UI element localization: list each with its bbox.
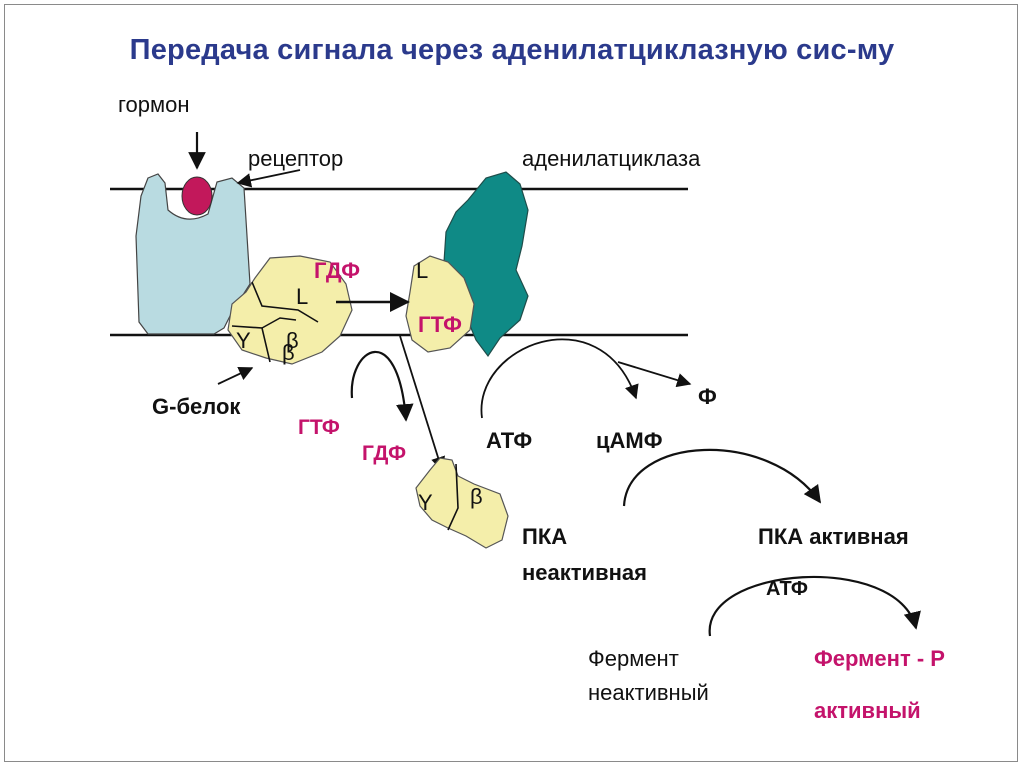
beta-gamma-release-arrow (399, 335, 445, 472)
beta-left-label-2: β (282, 340, 295, 365)
atp-label: АТФ (486, 428, 533, 453)
g-protein-subunit-divider-1 (251, 281, 319, 323)
g-protein-complex (227, 255, 353, 365)
g-protein-pointer-arrow (217, 367, 254, 385)
slide-frame (4, 4, 1018, 762)
receptor-label: рецептор (248, 146, 344, 171)
receptor-shape (135, 173, 251, 335)
gamma-left-label: Y (236, 328, 251, 353)
enzyme-inactive-label-2: неактивный (588, 680, 709, 705)
hormone-shape (181, 176, 213, 216)
beta-left-label-1: β (286, 328, 299, 353)
gtp-lower-label: ГТФ (298, 416, 340, 439)
hormone-label: гормон (118, 92, 190, 117)
phosphate-label: Ф (698, 384, 717, 409)
g-protein-label: G-белок (152, 394, 241, 419)
atp-to-camp-arrow (480, 338, 639, 419)
gdp-top-label: ГДФ (314, 258, 361, 283)
gamma-free-label: Y (418, 490, 433, 515)
camp-label: цАМФ (596, 428, 663, 453)
gtp-gdp-exchange-arrow (350, 350, 414, 422)
slide-title: Передача сигнала через аденилатциклазную… (129, 34, 895, 66)
pka-active-label: ПКА активная (758, 524, 909, 549)
phosphate-release-arrow (617, 361, 692, 388)
beta-free-label: β (470, 484, 483, 509)
l-left-label: L (296, 284, 309, 309)
pka-activation-arrow (622, 448, 822, 507)
pka-inactive-label-2: неактивная (522, 560, 647, 585)
beta-gamma-free-shape (415, 457, 509, 549)
g-protein-subunit-divider-3 (261, 317, 297, 329)
pka-inactive-label-1: ПКА (522, 524, 568, 549)
l-right-label: L (416, 258, 429, 283)
gdp-lower-label: ГДФ (362, 442, 406, 465)
beta-gamma-divider (447, 463, 459, 531)
adenylate-cyclase-label: аденилатциклаза (522, 146, 701, 171)
enzyme-inactive-label-1: Фермент (588, 646, 679, 671)
enzyme-active-label-1: Фермент - Р (814, 646, 945, 671)
alpha-subunit-active (405, 255, 475, 353)
gtp-right-label: ГТФ (418, 312, 462, 337)
receptor-pointer-arrow (236, 169, 301, 188)
enzyme-active-label-2: активный (814, 698, 921, 723)
enzyme-phosphorylation-arrow (708, 575, 921, 637)
atp-lower-label: АТФ (766, 578, 808, 600)
